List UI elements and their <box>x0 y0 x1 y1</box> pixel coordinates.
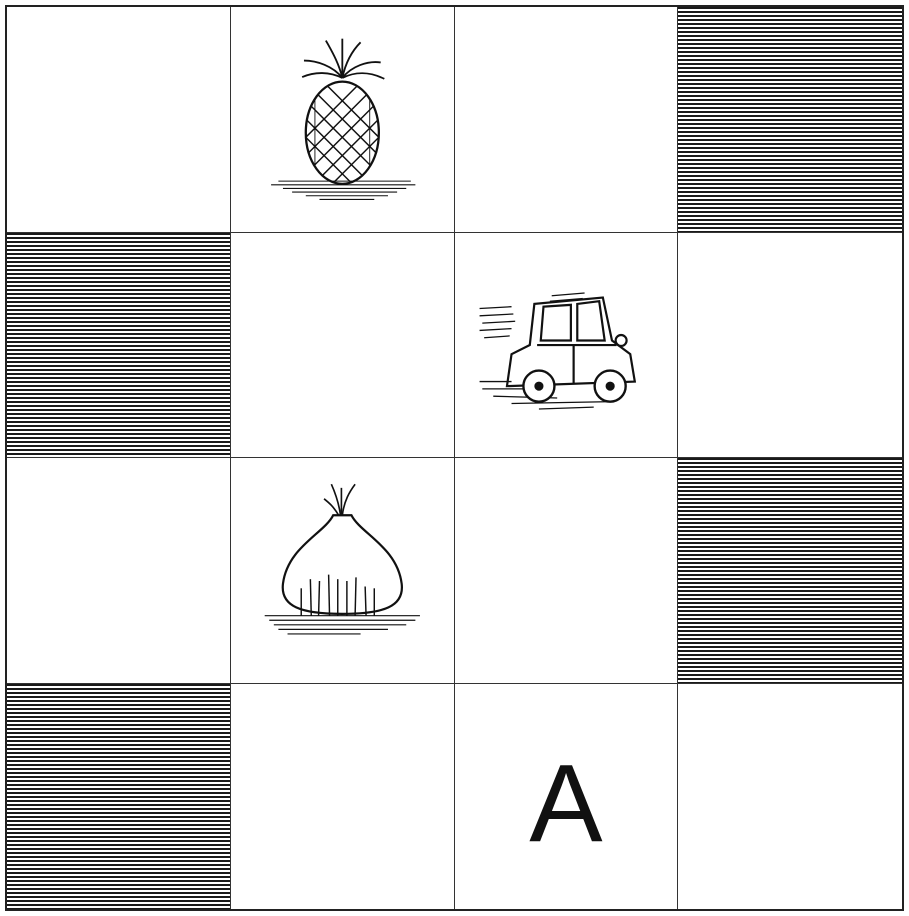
cell-r3-c0[interactable] <box>7 684 231 910</box>
cell-r2-c1[interactable] <box>231 458 455 684</box>
cell-r3-c2[interactable]: A <box>455 684 679 910</box>
cell-r3-c3[interactable] <box>678 684 902 910</box>
cell-r1-c2[interactable] <box>455 233 679 459</box>
cell-r1-c3[interactable] <box>678 233 902 459</box>
cell-r0-c2[interactable] <box>455 7 679 233</box>
cell-r3-c1[interactable] <box>231 684 455 910</box>
game-board: A <box>5 5 904 911</box>
cell-r0-c1[interactable] <box>231 7 455 233</box>
cell-r2-c3[interactable] <box>678 458 902 684</box>
cell-r2-c0[interactable] <box>7 458 231 684</box>
cell-r0-c0[interactable] <box>7 7 231 233</box>
cell-r2-c2[interactable] <box>455 458 679 684</box>
onion-icon <box>251 478 434 662</box>
letter-label: A <box>529 749 602 859</box>
cell-r0-c3[interactable] <box>678 7 902 233</box>
cell-r1-c0[interactable] <box>7 233 231 459</box>
car-icon <box>475 253 658 437</box>
pineapple-icon <box>251 27 434 211</box>
cell-r1-c1[interactable] <box>231 233 455 459</box>
